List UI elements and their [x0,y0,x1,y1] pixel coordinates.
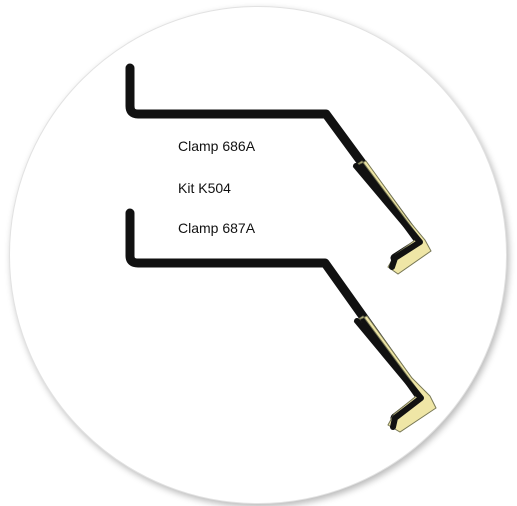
label-clamp-686a: Clamp 686A [178,138,256,154]
clamp-687a-wire-overlay [354,318,424,430]
clamp-686a-wire [125,63,425,263]
clamp-686a-wire-overlay [353,163,423,270]
clamp-687a-shape [125,208,437,433]
label-kit-k504: Kit K504 [178,180,231,196]
clamp-687a-wire [125,208,426,423]
label-clamp-687a: Clamp 687A [178,220,256,236]
clamp-686a-shape [125,63,432,275]
